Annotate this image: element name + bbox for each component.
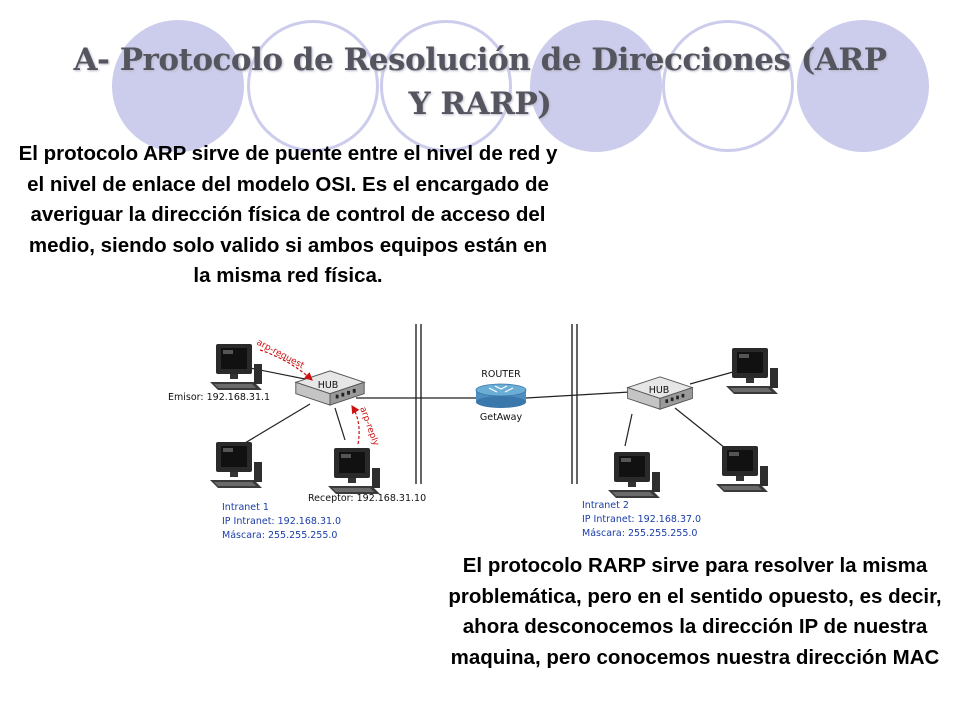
computer-emisor: [210, 344, 262, 390]
segment-divider-right: [571, 324, 578, 484]
decorative-circle: [530, 20, 662, 152]
intranet2-mask: Máscara: 255.255.255.0: [582, 528, 697, 539]
arp-request-label: arp-request: [255, 338, 306, 372]
router-sublabel: GetAway: [480, 412, 523, 423]
decorative-ring: [380, 20, 512, 152]
intranet2-info: Intranet 2 IP Intranet: 192.168.37.0 Más…: [582, 500, 701, 539]
computer-intranet2-top: [726, 348, 778, 394]
computer-intranet1: [210, 442, 262, 488]
decorative-circle: [797, 20, 929, 152]
emisor-label: Emisor: 192.168.31.1: [168, 392, 270, 403]
rarp-description: El protocolo RARP sirve para resolver la…: [448, 554, 942, 669]
intranet1-mask: Máscara: 255.255.255.0: [222, 530, 337, 541]
intranet2-name: Intranet 2: [582, 500, 629, 511]
intranet1-name: Intranet 1: [222, 502, 269, 513]
intranet1-ip: IP Intranet: 192.168.31.0: [222, 516, 341, 527]
router: [475, 383, 527, 408]
arp-reply-arrow: [351, 404, 360, 445]
arp-reply-label: arp-reply: [357, 406, 381, 448]
computer-intranet2-right: [716, 446, 768, 492]
arp-description: El protocolo ARP sirve de puente entre e…: [18, 142, 558, 287]
receptor-label: Receptor: 192.168.31.10: [308, 493, 426, 504]
intranet2-ip: IP Intranet: 192.168.37.0: [582, 514, 701, 525]
decorative-ring: [247, 20, 379, 152]
arp-request-arrow: [259, 349, 313, 381]
decorative-ring: [662, 20, 794, 152]
intranet1-info: Intranet 1 IP Intranet: 192.168.31.0 Más…: [222, 502, 341, 541]
decorative-circle: [112, 20, 244, 152]
router-label: ROUTER: [481, 369, 521, 380]
hub-right-label: HUB: [649, 385, 670, 396]
slide-title: A- Protocolo de Resolución de Direccione…: [73, 42, 887, 122]
network-diagram: HUB HUB ROUTER GetAway arp-request arp-r…: [168, 324, 778, 541]
computer-intranet2-left: [608, 452, 660, 498]
segment-divider-left: [415, 324, 422, 484]
computer-receptor: [328, 448, 380, 494]
hub-left-label: HUB: [318, 380, 339, 391]
